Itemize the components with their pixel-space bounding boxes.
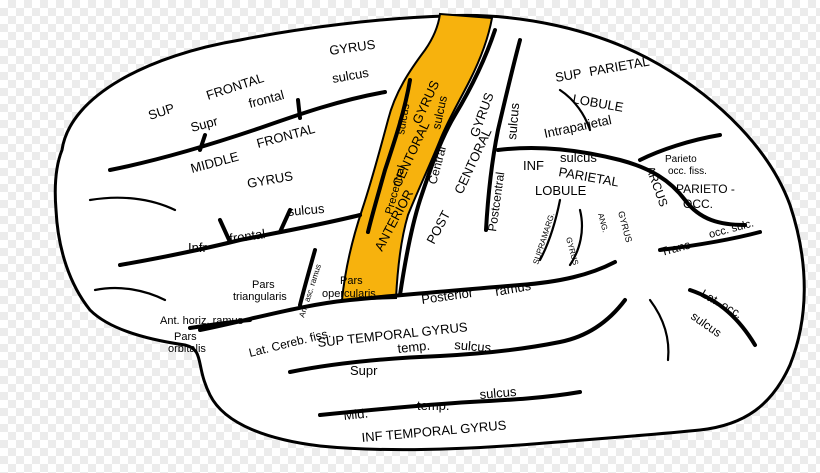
label-temp: temp. <box>397 338 431 356</box>
label-pars-triangularis-2: triangularis <box>233 291 287 303</box>
gyral-fold <box>558 88 592 132</box>
label-sulcus-top: sulcus <box>331 65 370 86</box>
gyral-fold <box>88 196 177 212</box>
label-parieto-occ-1: PARIETO - <box>676 182 735 196</box>
superior-temporal-sulcus <box>288 298 627 374</box>
label-sulcus-prec: sulcus <box>395 102 412 135</box>
gyral-fold <box>648 298 670 362</box>
label-sulcus-post: sulcus <box>504 102 522 141</box>
label-pars-opercularis-2: opercularis <box>322 288 376 300</box>
inferior-frontal-sulcus <box>118 208 362 267</box>
label-sup-parietal: SUP <box>554 66 583 85</box>
label-ramus: ramus <box>494 278 533 299</box>
gyral-fold <box>93 286 167 302</box>
anterior-horizontal-ramus <box>188 318 252 330</box>
lateral-cerebral-fissure <box>198 260 617 332</box>
label-lobule-2: LOBULE <box>535 183 587 198</box>
label-sulcus-inf: sulcus <box>287 201 326 219</box>
central-sulcus <box>398 28 497 297</box>
label-sulcus-central: sulcus <box>429 94 450 130</box>
label-pars-orbitalis-2: orbitalis <box>168 343 206 355</box>
middle-temporal-sulcus <box>318 390 582 417</box>
label-parieto-occ-fiss-1: Parieto <box>665 154 697 165</box>
gyral-fold <box>568 208 584 267</box>
gyral-fold <box>538 198 562 262</box>
label-sulcus-temp: sulcus <box>454 337 493 355</box>
precentral-sulcus <box>366 78 412 234</box>
postcentral-sulcus <box>484 38 522 232</box>
label-pars-triangularis-1: Pars <box>252 279 275 291</box>
anterior-ascending-ramus <box>298 248 317 307</box>
label-inf: INF <box>523 158 544 173</box>
label-infr: Infr <box>188 240 207 255</box>
intraparietal-sulcus <box>496 146 747 227</box>
label-posterior: Posterior <box>420 285 474 307</box>
label-parieto-occ-fiss-2: occ. fiss. <box>668 166 707 177</box>
anterior-central-gyrus-highlight <box>340 12 494 302</box>
label-supr-temp: Supr <box>350 363 378 378</box>
label-parieto-occ-2: OCC. <box>683 197 713 211</box>
parieto-occipital-fissure <box>638 133 722 162</box>
label-pars-opercularis-1: Pars <box>340 275 363 287</box>
label-supr-front: Supr <box>189 113 220 135</box>
lateral-occipital-sulcus <box>688 288 757 347</box>
label-temp-mid: temp. <box>417 398 450 413</box>
label-pars-orbitalis-1: Pars <box>174 331 197 343</box>
label-gyrus-top: GYRUS <box>328 37 376 58</box>
label-sulcus-mid: sulcus <box>479 384 518 402</box>
label-sulcus-intra: sulcus <box>560 150 597 165</box>
superior-frontal-sulcus <box>108 90 387 172</box>
transverse-occipital-sulcus <box>658 230 762 252</box>
cerebrum-outline <box>53 14 806 452</box>
label-frontal-inf: frontal <box>228 226 266 246</box>
label-ant-horiz-ramus: Ant. horiz. ramus <box>160 315 244 327</box>
label-mid: Mid. <box>343 405 369 422</box>
